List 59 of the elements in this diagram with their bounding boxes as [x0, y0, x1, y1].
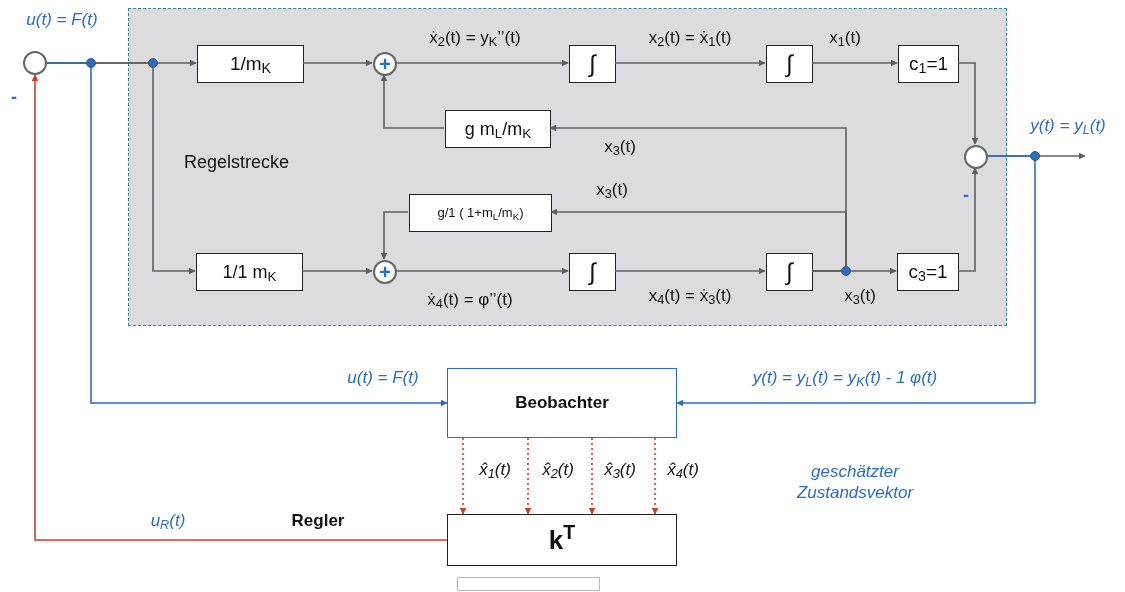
- block-box: 1/m$_{K}$: [197, 45, 304, 83]
- region-title: Regelstrecke: [184, 151, 290, 174]
- summing-junction: [23, 51, 47, 75]
- edge-label: u(t) = F(t): [347, 367, 419, 390]
- block-caption: Regler: [291, 510, 345, 533]
- edge-label: u$_{R}$(t): [150, 510, 186, 534]
- plant-region: [128, 8, 1007, 326]
- summing-junction: [964, 145, 988, 169]
- edge-label: x̂$_{4}$(t): [667, 459, 699, 483]
- dotted-arrow: [588, 437, 596, 515]
- signal-arrow: [31, 74, 448, 541]
- edge-label: x$_{1}$(t): [829, 27, 861, 51]
- block-box: g/1 ( 1+m$_{L}$/m$_{K}$): [409, 194, 552, 232]
- signal-arrow: [302, 59, 373, 67]
- block-box: ∫: [569, 45, 616, 83]
- signal-label: y(t) = y$_{L}$(t): [1030, 115, 1106, 139]
- empty-box: [457, 577, 600, 591]
- edge-label: x$_{3}$(t): [596, 179, 628, 203]
- dotted-arrow: [524, 437, 532, 515]
- block-box: c$_{3}$=1: [897, 253, 959, 291]
- signal-arrow: [550, 208, 847, 272]
- edge-label: x$_{4}$(t) = ẋ$_{3}$(t): [648, 285, 732, 309]
- signal-arrow: [614, 59, 766, 67]
- edge-label: x̂$_{3}$(t): [604, 459, 636, 483]
- signal-arrow: [957, 62, 979, 145]
- sign-label: -: [11, 85, 17, 109]
- block-box: Beobachter: [447, 368, 677, 438]
- sign-label: -: [963, 183, 969, 207]
- summing-junction: +: [373, 260, 397, 284]
- block-box: 1/1 m$_{K}$: [196, 253, 303, 291]
- signal-arrow: [395, 59, 569, 67]
- block-box: ∫: [766, 253, 813, 291]
- edge-label: x̂$_{2}$(t): [542, 459, 574, 483]
- edge-label: x$_{3}$(t): [844, 285, 876, 309]
- signal-arrow: [811, 59, 898, 67]
- block-box: ∫: [569, 253, 616, 291]
- edge-label: x̂$_{1}$(t): [479, 459, 511, 483]
- signal-arrow: [957, 167, 979, 272]
- signal-arrow: [614, 267, 766, 275]
- signal-arrow: [380, 74, 445, 129]
- dotted-arrow: [459, 437, 467, 515]
- block-box: g m$_{L}$/m$_{K}$: [445, 110, 551, 148]
- signal-label: u(t) = F(t): [26, 9, 98, 32]
- signal-arrow: [301, 267, 373, 275]
- edge-label: ẋ$_{2}$(t) = y$_{K}$’’(t): [429, 27, 521, 51]
- summing-junction: +: [373, 52, 397, 76]
- signal-label: geschätzter Zustandsvektor: [795, 460, 915, 504]
- block-box: ∫: [766, 45, 813, 83]
- edge-label: y(t) = y$_{L}$(t) = y$_{K}$(t) - 1 φ(t): [752, 367, 938, 391]
- edge-label: x$_{3}$(t): [604, 136, 636, 160]
- signal-arrow: [395, 267, 569, 275]
- block-box: k$^{T}$: [447, 514, 677, 566]
- signal-arrow: [46, 62, 448, 407]
- block-box: c$_{1}$=1: [898, 45, 959, 83]
- signal-arrow: [380, 211, 409, 260]
- edge-label: ẋ$_{4}$(t) = φ’’(t): [427, 289, 513, 313]
- dotted-arrow: [651, 437, 659, 515]
- edge-label: x$_{2}$(t) = ẋ$_{1}$(t): [648, 27, 732, 51]
- signal-arrow: [676, 155, 1036, 407]
